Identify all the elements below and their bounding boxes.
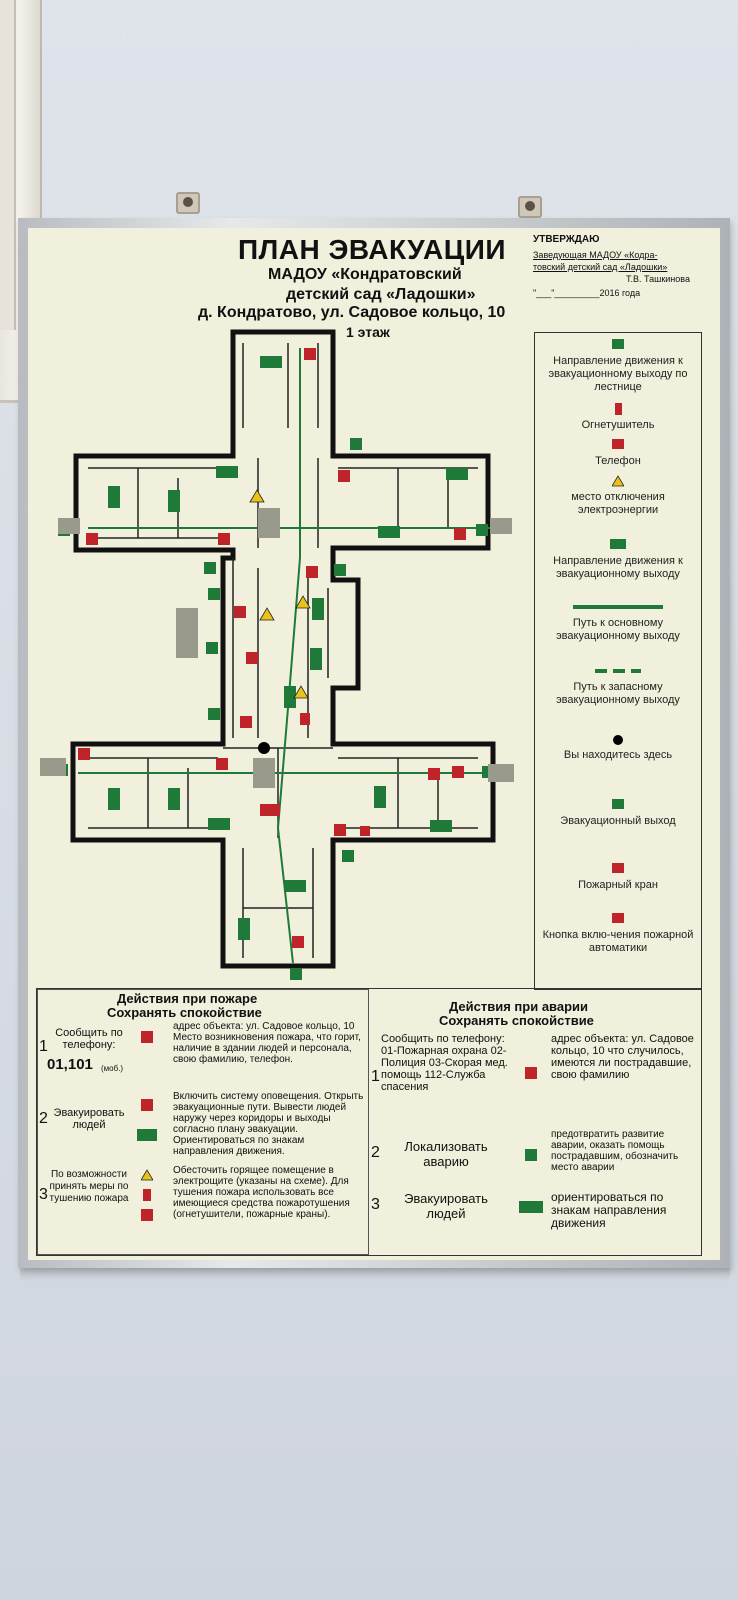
phone-icon xyxy=(612,439,624,449)
fire-step-1-action: Сообщить по телефону: xyxy=(55,1027,123,1051)
fire-step-3-number: 3 xyxy=(39,1186,48,1203)
emergency-exit-icon xyxy=(612,799,624,809)
outer-walls xyxy=(70,329,496,969)
fire-phone-note: (моб.) xyxy=(101,1064,124,1073)
legend-box: Направление движения к эвакуационному вы… xyxy=(534,332,702,990)
fire-step-1-text: адрес объекта: ул. Садовое кольцо, 10 Ме… xyxy=(173,1021,361,1065)
you-are-here-marker xyxy=(258,742,270,754)
accident-step-1-number: 1 xyxy=(371,1068,380,1085)
address-line: д. Кондратово, ул. Садовое кольцо, 10 xyxy=(198,304,506,321)
fire-phone-number: 01,101 xyxy=(47,1056,93,1073)
fire-step-3-text: Обесточить горящее помещение в электрощи… xyxy=(173,1165,350,1220)
exit-direction-icon xyxy=(610,539,626,549)
legend-item-3: Телефон xyxy=(595,455,641,467)
legend-item-6: Путь к основному эвакуационному выходу xyxy=(556,617,680,642)
fire-heading: Действия при пожаре xyxy=(117,991,258,1006)
fire-step-2-number: 2 xyxy=(39,1110,48,1127)
legend-item-8: Вы находитесь здесь xyxy=(563,749,673,761)
extinguisher-icon xyxy=(615,403,622,415)
accident-step-2-action: Локализовать аварию xyxy=(404,1139,488,1169)
fire-step-2-action: Эвакуировать людей xyxy=(53,1107,125,1131)
fire-equipment xyxy=(78,348,466,948)
legend-item-2: Огнетушитель xyxy=(581,419,655,431)
door-frame-inner xyxy=(0,0,16,330)
exit-direction-icon xyxy=(519,1201,543,1213)
legend-item-7: Путь к запасному эвакуационному выходу xyxy=(556,681,680,706)
legend-item-11: Кнопка вклю-чения пожарной автоматики xyxy=(542,929,694,954)
legend-item-5: Направление движения к эвакуационному вы… xyxy=(553,555,683,580)
legend-item-1: Направление движения к эвакуационному вы… xyxy=(548,355,688,393)
accident-step-1-action: Сообщить по телефону: 01-Пожарная охрана… xyxy=(381,1033,508,1093)
org-line-1: МАДОУ «Кондратовский xyxy=(268,266,462,283)
fire-step-3-action: По возможности принять меры по тушению п… xyxy=(49,1169,129,1204)
legend-item-4: место отключения электроэнергии xyxy=(571,491,665,516)
exit-direction-icon xyxy=(137,1129,157,1141)
fire-actions-section xyxy=(37,989,369,1255)
extinguisher-icon xyxy=(143,1189,151,1201)
accident-step-2-number: 2 xyxy=(371,1144,380,1161)
floor-label: 1 этаж xyxy=(346,324,390,340)
accident-step-3-text: ориентироваться по знакам направления дв… xyxy=(551,1190,667,1230)
fire-alarm-button-icon xyxy=(141,1099,153,1111)
approval-line-4: "___"_________2016 года xyxy=(533,288,641,298)
backup-path-line-icon xyxy=(595,669,641,673)
power-cutoff-icon xyxy=(612,475,624,487)
poster-shadow xyxy=(20,1268,730,1282)
accident-step-2-text: предотвратить развитие аварии, оказать п… xyxy=(551,1129,679,1173)
fire-alarm-button-icon xyxy=(612,913,624,923)
accident-step-1-text: адрес объекта: ул. Садовое кольцо, 10 чт… xyxy=(551,1033,694,1081)
instructions-panel: Действия при пожаре Сохранять спокойстви… xyxy=(36,988,702,1256)
wall-hook-left xyxy=(176,192,200,214)
fire-step-1-number: 1 xyxy=(39,1038,48,1055)
main-path-line-icon xyxy=(573,605,663,609)
hook-screw xyxy=(525,201,535,211)
first-aid-icon xyxy=(525,1149,537,1161)
approval-line-1: Заведующая МАДОУ «Кодра- xyxy=(533,250,658,260)
fire-step-2-text: Включить систему оповещения. Открыть эва… xyxy=(173,1091,364,1157)
accident-step-3-action: Эвакуировать людей xyxy=(404,1191,488,1221)
plan-title: ПЛАН ЭВАКУАЦИИ xyxy=(238,234,506,265)
org-line-2: детский сад «Ладошки» xyxy=(286,286,476,303)
stairs xyxy=(40,508,514,788)
fire-hydrant-icon xyxy=(141,1209,153,1221)
fire-subheading: Сохранять спокойствие xyxy=(107,1005,262,1020)
evacuation-plan-poster: ПЛАН ЭВАКУАЦИИ МАДОУ «Кондратовский детс… xyxy=(28,228,720,1260)
legend-stair-exit-icon xyxy=(612,339,624,349)
approval-heading: УТВЕРЖДАЮ xyxy=(533,234,600,245)
power-cutoff-icon xyxy=(141,1169,153,1181)
evacuation-paths xyxy=(78,348,498,964)
phone-icon xyxy=(525,1067,537,1079)
legend-item-10: Пожарный кран xyxy=(578,879,658,891)
you-are-here-icon xyxy=(613,735,623,745)
approval-line-2: товский детский сад «Ладошки» xyxy=(533,262,668,272)
accident-heading: Действия при аварии xyxy=(449,999,589,1014)
hook-screw xyxy=(183,197,193,207)
legend-item-9: Эвакуационный выход xyxy=(560,815,676,827)
accident-step-3-number: 3 xyxy=(371,1196,380,1213)
fire-hydrant-icon xyxy=(612,863,624,873)
accident-subheading: Сохранять спокойствие xyxy=(439,1013,594,1028)
power-cutoff-signs xyxy=(249,489,311,699)
phone-icon xyxy=(141,1031,153,1043)
wall-hook-right xyxy=(518,196,542,218)
approval-line-3: Т.В. Ташкинова xyxy=(626,274,690,284)
floor-plan xyxy=(40,329,514,980)
exit-signs xyxy=(56,356,494,980)
